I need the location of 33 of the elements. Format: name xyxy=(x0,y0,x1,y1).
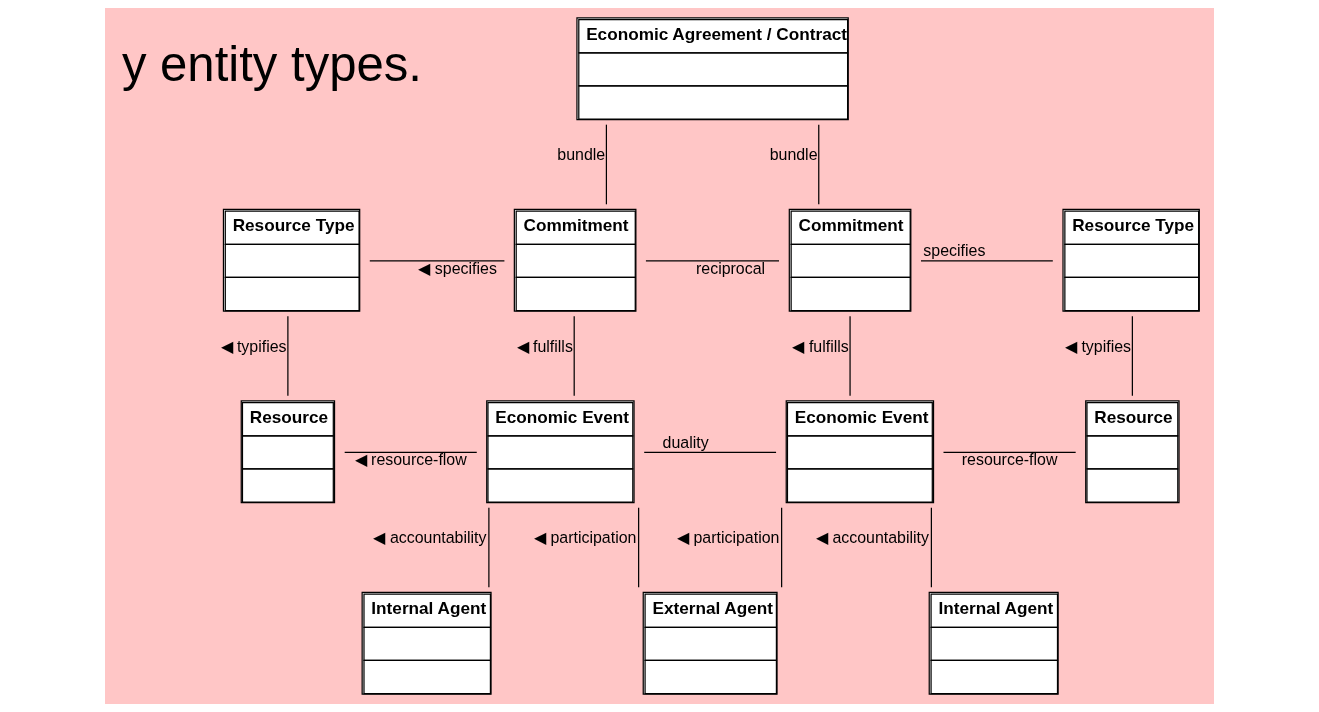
edge-label: ◀ resource-flow xyxy=(354,451,467,469)
connector xyxy=(1131,315,1133,397)
edge-label: bundle xyxy=(557,146,606,164)
connector xyxy=(645,260,780,262)
edge-label: resource-flow xyxy=(961,451,1058,469)
edge-label: ◀ typifies xyxy=(1064,337,1132,355)
connector xyxy=(287,315,289,397)
edge-label: ◀ fulfills xyxy=(516,337,573,355)
connector xyxy=(344,451,478,453)
edge-label: ◀ participation xyxy=(534,529,637,547)
connector xyxy=(930,507,932,588)
connector xyxy=(605,124,608,205)
edge-label: ◀ typifies xyxy=(220,337,287,355)
connector xyxy=(849,315,851,397)
connector xyxy=(781,507,783,588)
edge-label: specifies xyxy=(923,242,986,260)
connector xyxy=(369,260,506,262)
edge-label: duality xyxy=(662,433,709,451)
edge-label: bundle xyxy=(769,146,818,164)
connector xyxy=(942,451,1077,453)
edge-label: ◀ participation xyxy=(677,529,780,547)
connector xyxy=(818,124,820,205)
edge-label: ◀ accountability xyxy=(815,529,929,547)
label: y entity types. xyxy=(121,37,422,92)
edge-label: reciprocal xyxy=(696,259,766,277)
connector xyxy=(638,507,640,588)
edge-label: ◀ specifies xyxy=(418,259,497,277)
edge-label: ◀ accountability xyxy=(373,529,487,547)
connector xyxy=(920,260,1054,262)
connector xyxy=(573,315,575,397)
connector xyxy=(488,507,490,588)
edge-label: ◀ fulfills xyxy=(792,337,849,355)
connector xyxy=(643,451,777,453)
